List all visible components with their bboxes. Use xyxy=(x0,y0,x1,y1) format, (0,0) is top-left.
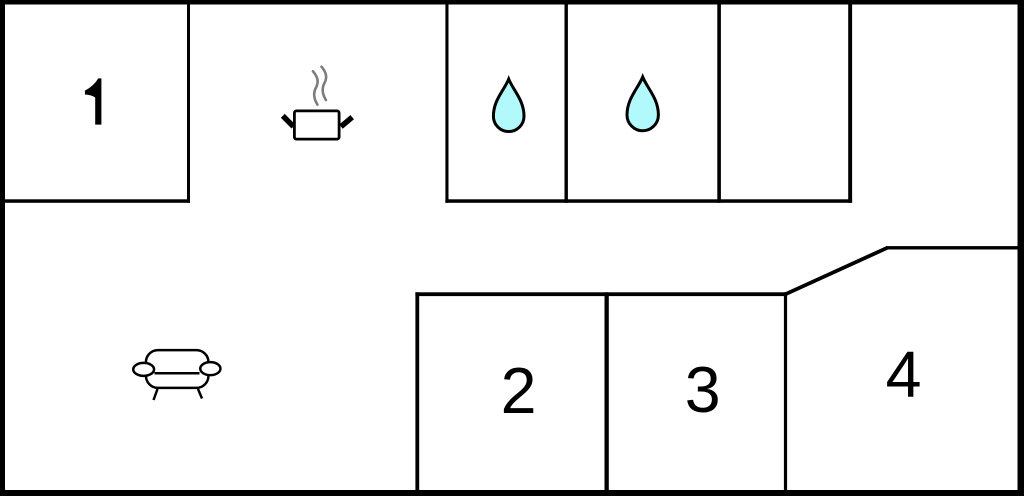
svg-text:3: 3 xyxy=(685,354,721,426)
svg-text:4: 4 xyxy=(886,339,922,411)
svg-text:2: 2 xyxy=(501,355,537,427)
